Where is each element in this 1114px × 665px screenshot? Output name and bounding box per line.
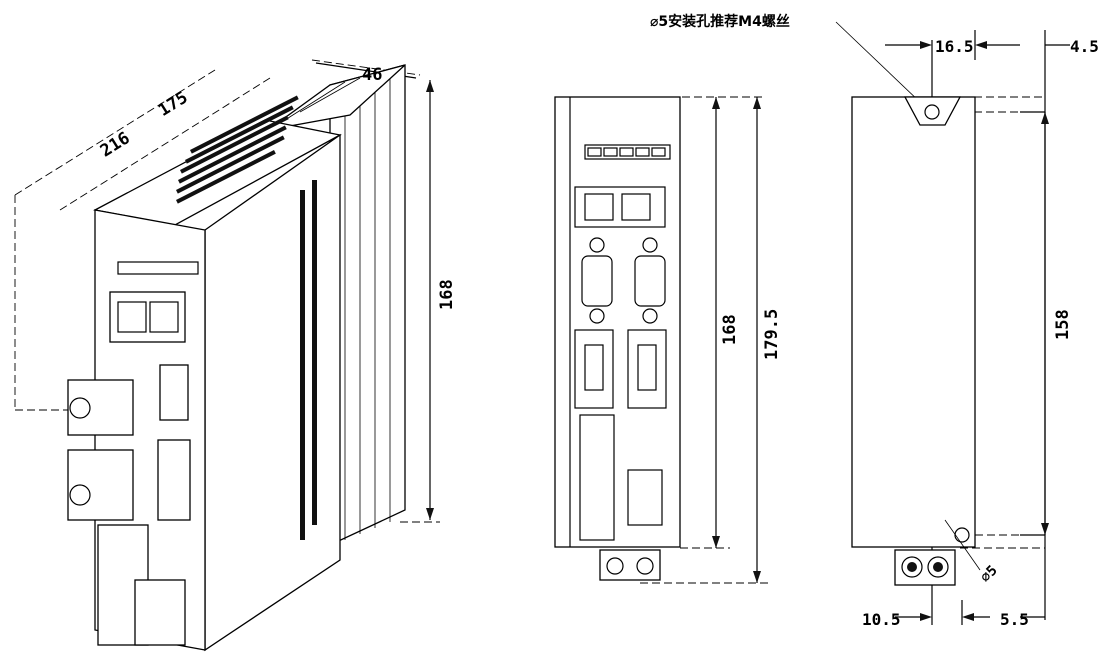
side-dim-hole-5: ⌀5 xyxy=(978,563,1001,586)
iso-dim-46: 46 xyxy=(362,65,382,85)
iso-dim-168: 168 xyxy=(437,279,457,310)
side-dim-10-5: 10.5 xyxy=(862,610,901,629)
isometric-view xyxy=(14,59,440,652)
side-view xyxy=(835,21,1070,625)
front-view xyxy=(554,96,770,584)
front-dim-179-5: 179.5 xyxy=(762,309,782,360)
iso-dim-175: 175 xyxy=(155,88,192,121)
iso-dim-216: 216 xyxy=(97,128,134,161)
side-dim-158: 158 xyxy=(1053,309,1073,340)
side-dim-5-5: 5.5 xyxy=(1000,610,1029,629)
front-dim-168: 168 xyxy=(720,314,740,345)
mount-hole-note: ⌀5安装孔推荐M4螺丝 xyxy=(650,13,790,30)
side-dim-16-5: 16.5 xyxy=(935,37,974,56)
side-dim-4-5: 4.5 xyxy=(1070,37,1099,56)
